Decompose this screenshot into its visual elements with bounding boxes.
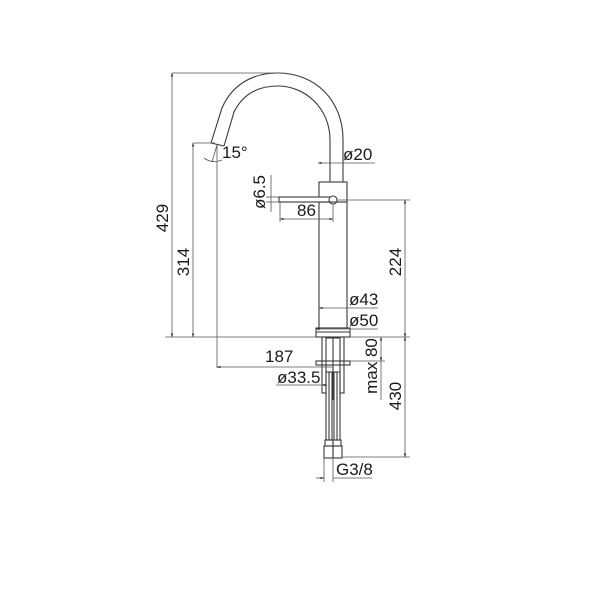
dim-spout-tube-diameter: ø20 (317, 145, 375, 165)
dim-lever-length: 86 (279, 201, 334, 222)
mounting-assembly (315, 336, 351, 400)
label-max-deck-thickness: max 80 (362, 338, 381, 394)
label-lever-diameter: ø6.5 (250, 175, 269, 209)
dim-hose-length: 430 (342, 336, 410, 458)
spout-outer-curve (210, 72, 344, 182)
label-total-height: 429 (153, 204, 172, 232)
dim-thread: G3/8 (316, 458, 373, 482)
dim-spout-reach: 187 (216, 347, 333, 369)
label-thread: G3/8 (336, 460, 373, 479)
label-base-diameter: ø50 (349, 311, 378, 330)
dim-body-height: 224 (337, 199, 410, 338)
label-spout-reach: 187 (265, 347, 293, 366)
dim-spout-angle: 15° (203, 143, 248, 368)
dim-body-diameter: ø43 (318, 290, 378, 310)
dim-total-height: 429 (153, 72, 316, 338)
dim-spout-height: 314 (174, 142, 215, 338)
dim-hole-diameter: ø33.5 (276, 368, 328, 387)
dim-lever-diameter: ø6.5 (250, 175, 279, 212)
spout-inner-curve (223, 85, 331, 182)
label-hole-diameter: ø33.5 (277, 368, 320, 387)
flex-hoses (323, 371, 343, 459)
label-lever-length: 86 (297, 201, 316, 220)
label-body-height: 224 (386, 248, 405, 276)
dim-base-diameter: ø50 (315, 311, 378, 331)
lever-pivot (328, 195, 338, 205)
label-spout-angle: 15° (222, 143, 248, 162)
faucet-outline (210, 72, 351, 459)
label-body-diameter: ø43 (349, 290, 378, 309)
dim-max-deck-thickness: max 80 (350, 336, 385, 400)
label-hose-length: 430 (386, 382, 405, 410)
spout-tip (210, 142, 225, 147)
label-spout-tube-diameter: ø20 (343, 145, 372, 164)
label-spout-height: 314 (174, 248, 193, 276)
